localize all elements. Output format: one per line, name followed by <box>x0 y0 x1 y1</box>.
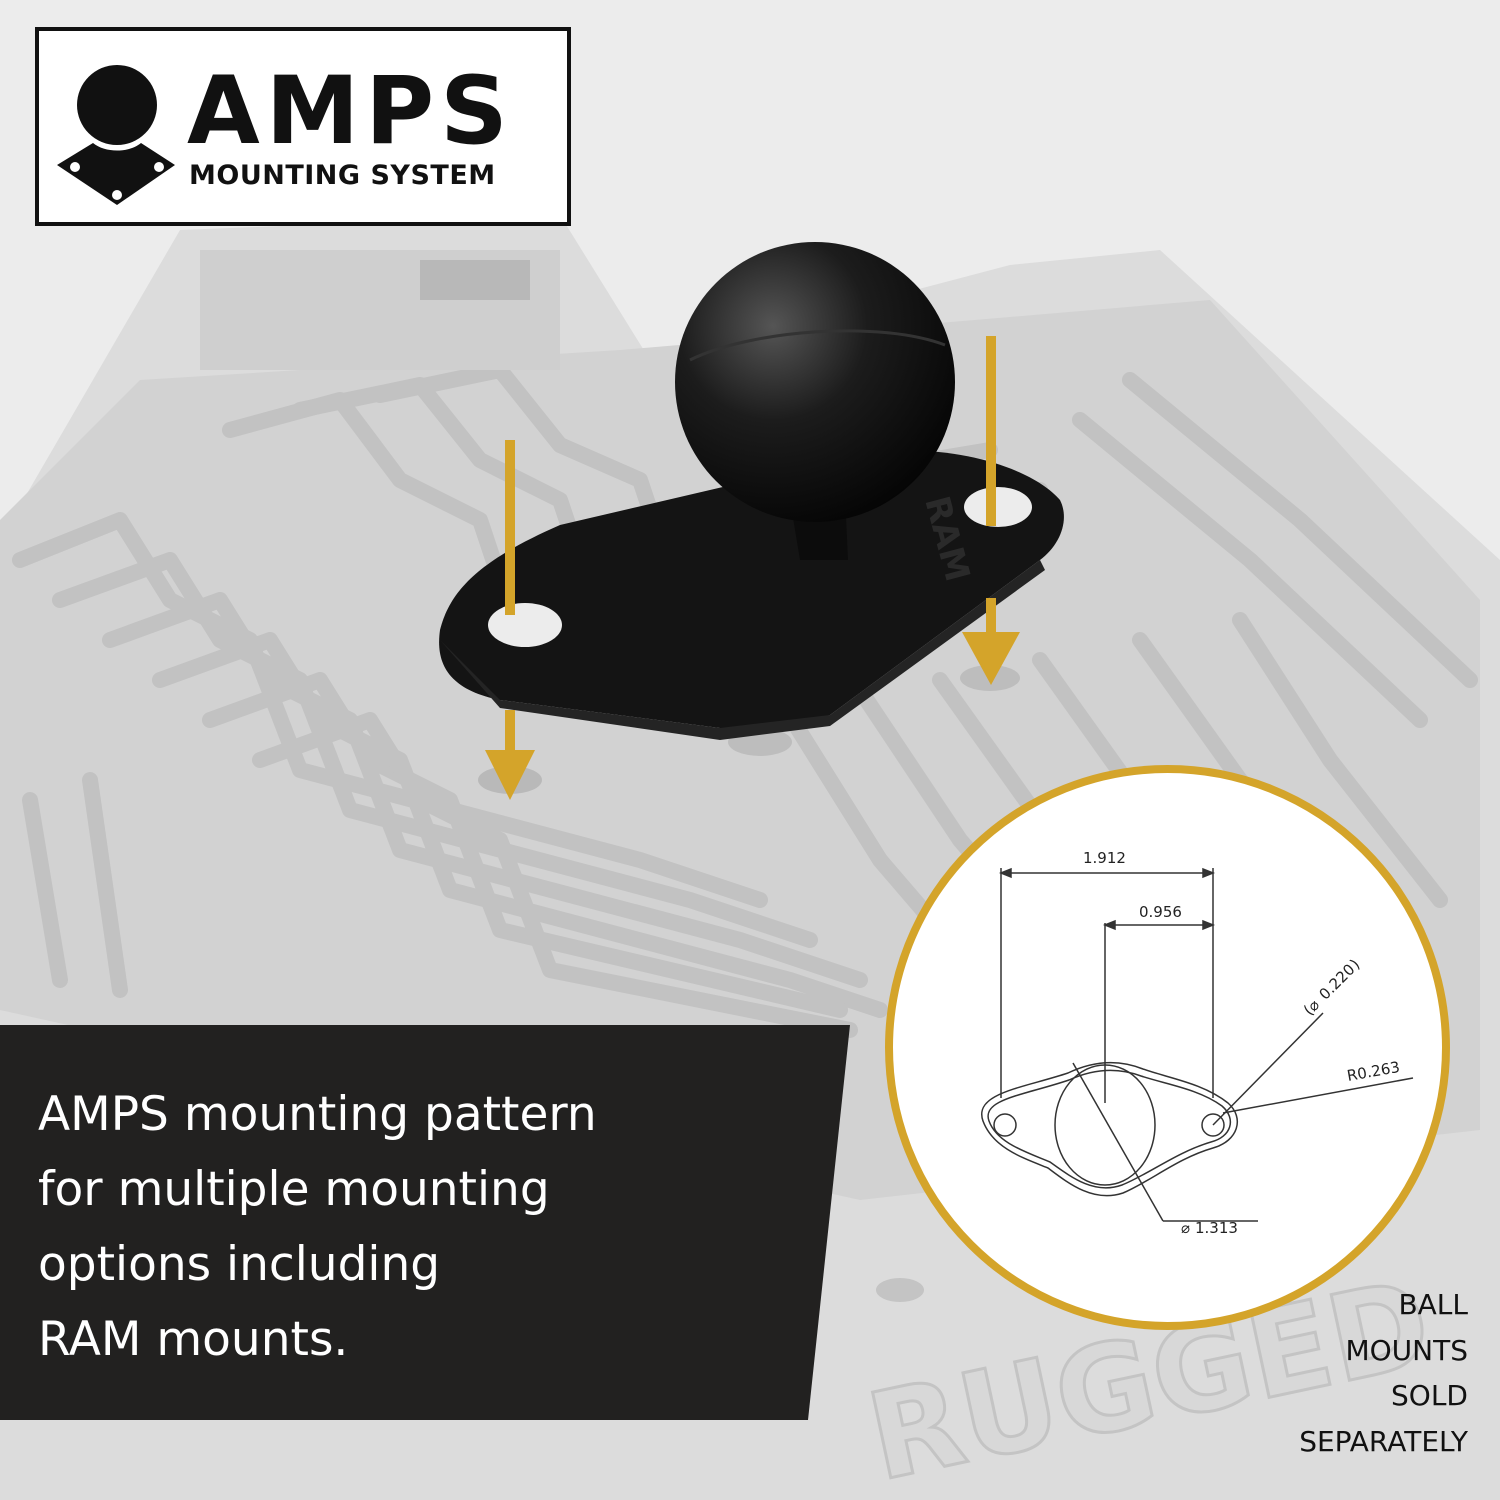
caption-text: AMPS mounting pattern for multiple mount… <box>38 1077 778 1377</box>
caption-line: AMPS mounting pattern <box>38 1087 597 1142</box>
alignment-arrows <box>485 336 1020 800</box>
arrow-shaft <box>986 336 996 526</box>
arrow-shaft <box>505 710 515 760</box>
caption-line: for multiple mounting <box>38 1162 550 1217</box>
logo-subtitle: MOUNTING SYSTEM <box>189 160 496 191</box>
logo-title: AMPS <box>187 57 514 166</box>
arrow-down-icon <box>485 750 535 800</box>
note-line: SEPARATELY <box>1299 1424 1468 1458</box>
caption-line: options including <box>38 1237 441 1292</box>
dimension-hole-diameter: 0.220 <box>1315 960 1358 1003</box>
sold-separately-note: BALL MOUNTS SOLD SEPARATELY <box>1299 1282 1468 1464</box>
caption-panel <box>0 1025 850 1420</box>
note-line: MOUNTS <box>1345 1333 1468 1367</box>
amps-logo: AMPS MOUNTING SYSTEM <box>35 27 571 226</box>
caption-line: RAM mounts. <box>38 1312 349 1367</box>
ball-mount: RAM <box>439 242 1064 740</box>
arrow-down-icon <box>962 632 1020 685</box>
dimension-corner-radius: R0.263 <box>1346 1058 1402 1085</box>
amps-person-icon <box>57 65 175 205</box>
note-line: SOLD <box>1391 1379 1468 1412</box>
arrow-shaft <box>986 598 996 643</box>
dimension-center-diameter: 1.313 <box>1195 1219 1238 1237</box>
dimension-drawing: 1.912 0.956 (⌀ 0.220 ) R0.263 ⌀ 1.313 <box>980 849 1414 1237</box>
note-line: BALL <box>1398 1288 1468 1321</box>
dimension-overall-width: 1.912 <box>1083 849 1126 867</box>
dimension-half-width: 0.956 <box>1139 903 1182 921</box>
svg-text:⌀: ⌀ <box>1181 1219 1190 1237</box>
dimension-diagram-callout: 1.912 0.956 (⌀ 0.220 ) R0.263 ⌀ 1.313 <box>885 765 1450 1330</box>
arrow-shaft <box>505 440 515 615</box>
